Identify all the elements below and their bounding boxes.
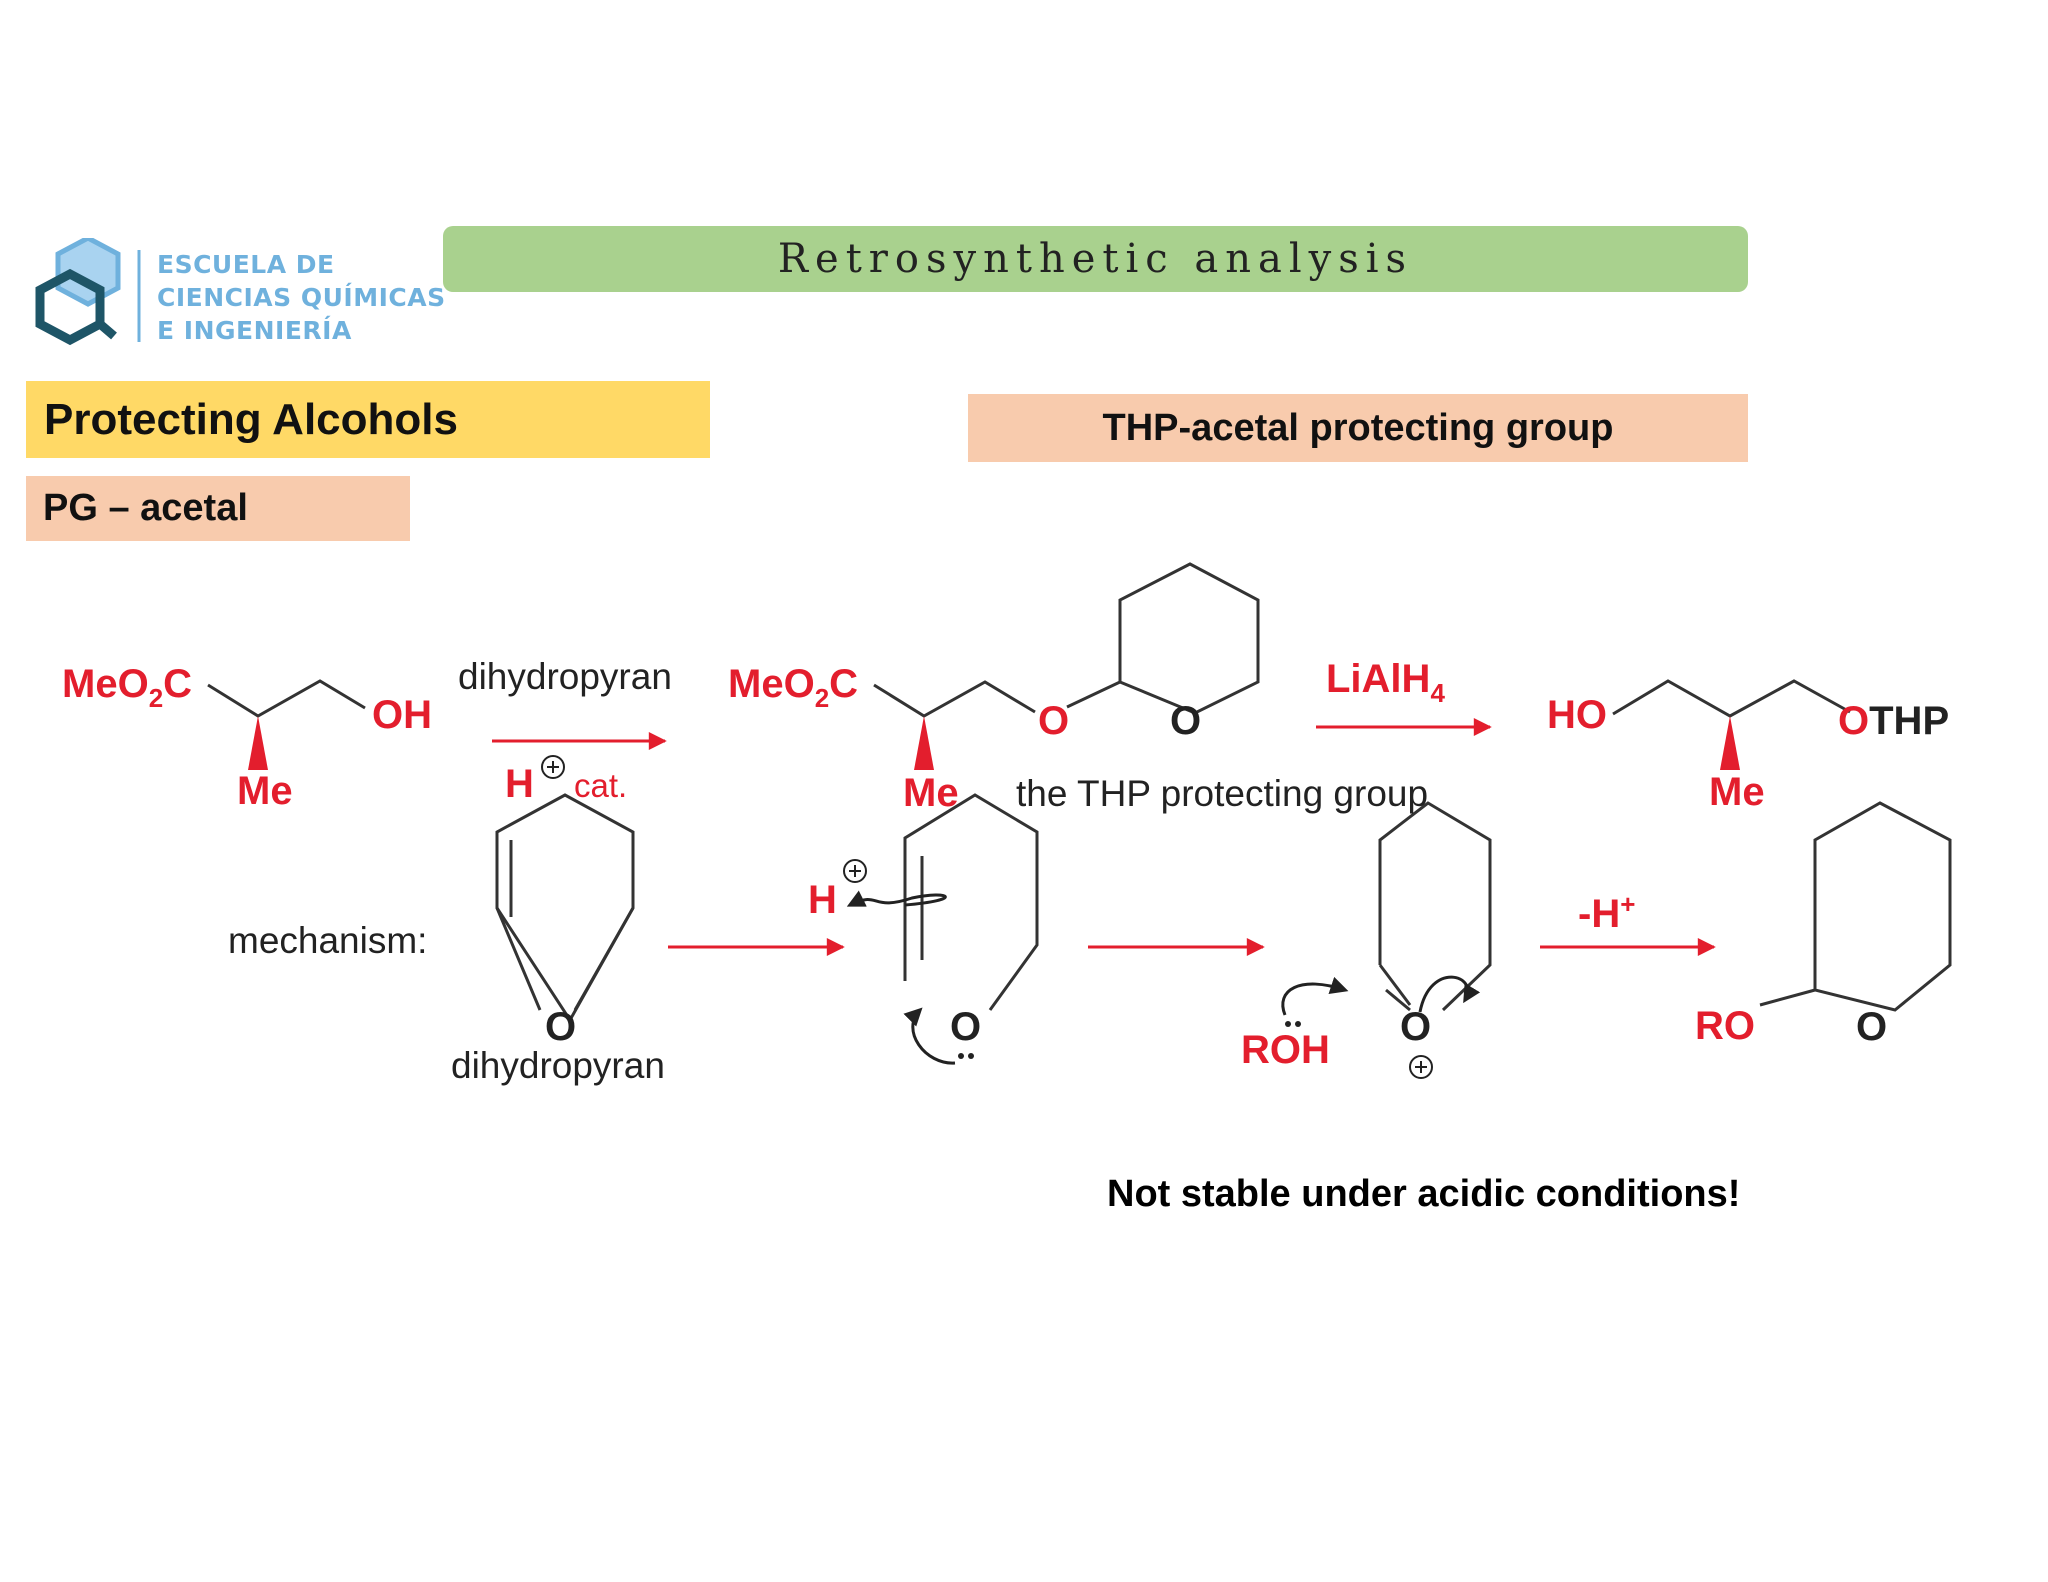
mechanism-label: mechanism: <box>228 920 427 961</box>
reagent-lialh-sub: 4 <box>1430 678 1445 708</box>
deprotonation: -H <box>1578 892 1620 936</box>
sm-ester-sub: 2 <box>149 683 163 713</box>
prod-othp: THP <box>1869 699 1949 743</box>
acid-h: H <box>505 762 534 806</box>
mech-roh: ROH <box>1241 1028 1330 1072</box>
sm-me: Me <box>237 769 293 813</box>
svg-text:MeO2C: MeO2C <box>62 662 192 713</box>
svg-text:MeO2C: MeO2C <box>728 662 858 713</box>
int-caption: the THP protecting group <box>1016 773 1428 814</box>
section-heading-label: Protecting Alcohols <box>44 394 458 444</box>
dhp-caption: dihydropyran <box>451 1045 665 1086</box>
school-logo-icon <box>35 238 141 346</box>
thp-heading-label: THP-acetal protecting group <box>1102 406 1614 449</box>
dhp-ring-o: O <box>545 1005 576 1049</box>
deprotonation-sup: + <box>1620 889 1635 919</box>
prod-me: Me <box>1709 770 1765 814</box>
int-me: Me <box>903 771 959 815</box>
svg-text:OTHP: OTHP <box>1838 699 1949 743</box>
prod-othp-o: O <box>1838 699 1869 743</box>
prod-ho: HO <box>1547 693 1607 737</box>
svg-text:LiAlH4: LiAlH4 <box>1326 657 1445 708</box>
reagent-cat: cat. <box>574 767 627 804</box>
int-ring-o: O <box>1170 699 1201 743</box>
oxocarbenium-o: O <box>1400 1005 1431 1049</box>
subsection-heading-label: PG – acetal <box>43 487 248 529</box>
int-ester-c: C <box>829 662 858 706</box>
sm-oh: OH <box>372 693 432 737</box>
page-title: Retrosynthetic analysis <box>777 236 1414 282</box>
section-heading: Protecting Alcohols <box>26 381 710 458</box>
reagent-dihydropyran: dihydropyran <box>458 656 672 697</box>
title-banner: Retrosynthetic analysis <box>443 226 1748 292</box>
mech-h: H <box>808 878 837 922</box>
thp-heading: THP-acetal protecting group <box>968 394 1748 462</box>
school-name-line-2: CIENCIAS QUÍMICAS <box>157 283 446 312</box>
reagent-lialh: LiAlH <box>1326 657 1430 701</box>
int-ester-sub: 2 <box>815 683 829 713</box>
sm-ester: MeO <box>62 662 149 706</box>
int-ester: MeO <box>728 662 815 706</box>
final-ring-o: O <box>1856 1005 1887 1049</box>
int-ether-o: O <box>1038 699 1069 743</box>
subsection-heading: PG – acetal <box>26 476 410 541</box>
final-ro: RO <box>1695 1004 1755 1048</box>
stability-note: Not stable under acidic conditions! <box>1107 1173 1741 1215</box>
school-name: ESCUELA DE CIENCIAS QUÍMICAS E INGENIERÍ… <box>157 248 446 347</box>
sm-ester-c: C <box>163 662 192 706</box>
school-name-line-1: ESCUELA DE <box>157 250 335 279</box>
mech-ring-o: O <box>950 1005 981 1049</box>
reaction-scheme: MeO2C OH Me H MeO2C Me LiAlH4 HO Me H RO… <box>62 562 1952 1086</box>
svg-text:-H+: -H+ <box>1578 889 1635 936</box>
school-name-line-3: E INGENIERÍA <box>157 316 352 345</box>
